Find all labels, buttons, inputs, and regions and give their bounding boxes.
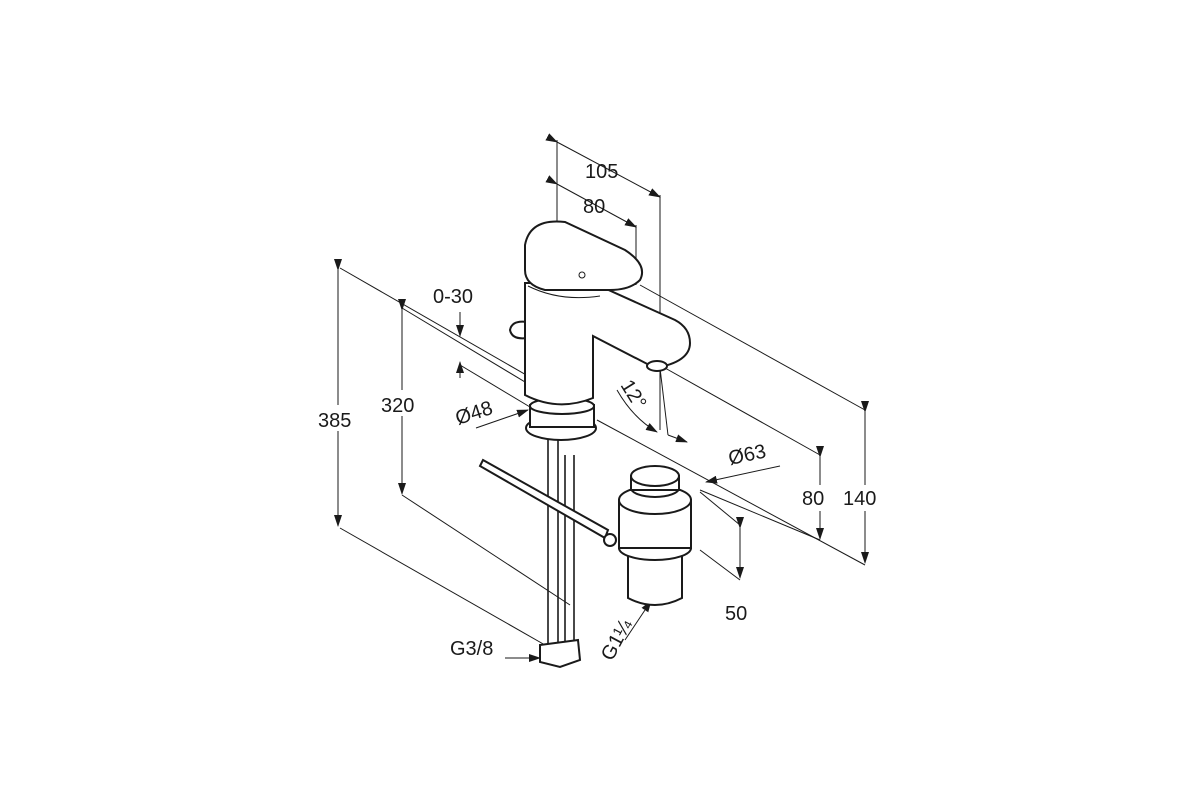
extension-lines xyxy=(339,140,866,646)
mixer-body xyxy=(478,220,692,669)
dim-320: 320 xyxy=(381,395,414,417)
dim-0-30: 0-30 xyxy=(433,286,473,308)
dim-105: 105 xyxy=(585,161,618,183)
dim-80-reach: 80 xyxy=(583,196,605,218)
dim-g3-8: G3/8 xyxy=(450,638,493,660)
dim-12deg: 12° xyxy=(616,376,651,413)
dimension-labels: 105 80 0-30 385 320 Ø48 12° Ø63 80 140 5… xyxy=(316,161,887,664)
dim-d48: Ø48 xyxy=(453,397,496,430)
dim-80-height: 80 xyxy=(802,488,824,510)
dim-g1-1-4: G1¼ xyxy=(597,615,637,664)
dim-d63: Ø63 xyxy=(726,441,768,470)
dim-140: 140 xyxy=(843,488,876,510)
dim-50: 50 xyxy=(725,603,747,625)
pop-up-waste xyxy=(603,465,692,606)
dim-385: 385 xyxy=(318,410,351,432)
